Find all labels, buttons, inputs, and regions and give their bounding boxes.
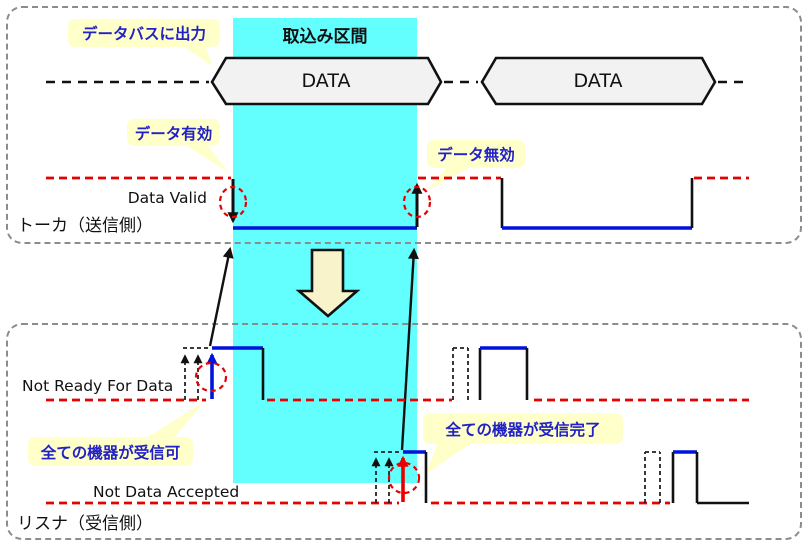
data-hexagon-2	[480, 56, 717, 106]
nrfd-edge-highlight-circle	[194, 361, 228, 393]
talker-panel-name: トーカ（送信側）	[17, 216, 153, 236]
data-valid-signal	[46, 176, 749, 230]
ndac-edge-highlight-circle	[387, 461, 421, 495]
capture-interval-title: 取込み区間	[282, 27, 368, 47]
callout-tails	[143, 44, 472, 474]
callout-all-devices-ready: 全ての機器が受信可	[28, 437, 193, 466]
data-hexagon-2-label: DATA	[573, 70, 623, 92]
listener-panel	[6, 323, 802, 540]
rising-edge-highlight-circle	[402, 185, 432, 219]
nrfd-signal	[46, 346, 749, 402]
data-hexagon-1-label: DATA	[301, 70, 351, 92]
listener-panel-name: リスナ（受信側）	[17, 514, 153, 534]
callout-output-to-databus: データバスに出力	[68, 19, 220, 47]
cause-effect-arrows	[208, 246, 419, 451]
data-valid-signal-name: Data Valid	[127, 189, 207, 207]
callout-all-devices-received: 全ての機器が受信完了	[423, 413, 623, 444]
talker-panel	[6, 6, 802, 244]
data-bus-row	[46, 56, 749, 106]
ndac-signal-name: Not Data Accepted	[93, 483, 240, 501]
down-block-arrow	[295, 248, 361, 318]
ndac-signal	[46, 450, 749, 505]
nrfd-signal-name: Not Ready For Data	[22, 377, 174, 395]
data-hexagon-1	[210, 56, 443, 106]
callout-data-invalid: データ無効	[427, 140, 525, 168]
callout-data-valid: データ有効	[127, 119, 220, 146]
falling-edge-highlight-circle	[218, 185, 248, 219]
